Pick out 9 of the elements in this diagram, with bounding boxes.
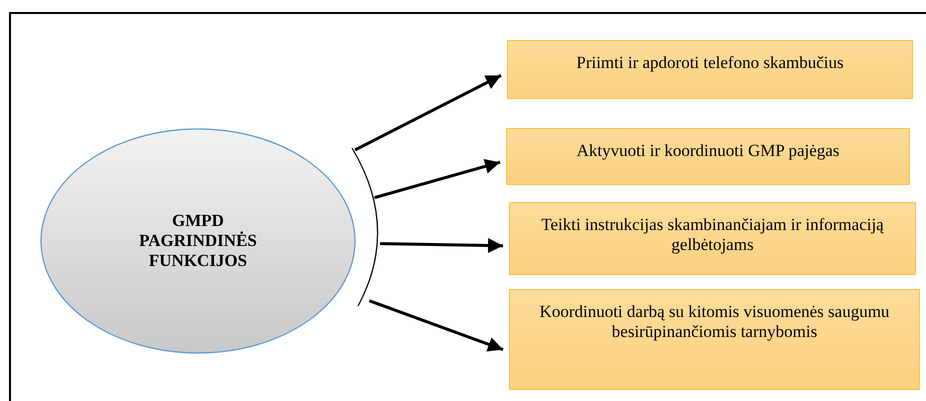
- function-box: Koordinuoti darbą su kitomis visuomenės saugumu besirūpinančiomis tarnybomis: [509, 289, 920, 390]
- arrow: [380, 238, 504, 254]
- ellipse-label: GMPD PAGRINDINĖS FUNKCIJOS: [138, 211, 258, 271]
- arrow: [368, 299, 504, 352]
- function-box: Priimti ir apdoroti telefono skambučius: [507, 40, 913, 99]
- arrow: [374, 159, 500, 200]
- arrow: [354, 74, 502, 152]
- function-box: Aktyvuoti ir koordinuoti GMP pajėgas: [506, 128, 910, 185]
- function-box: Teikti instrukcijas skambinančiajam ir informaciją gelbėtojams: [509, 202, 916, 275]
